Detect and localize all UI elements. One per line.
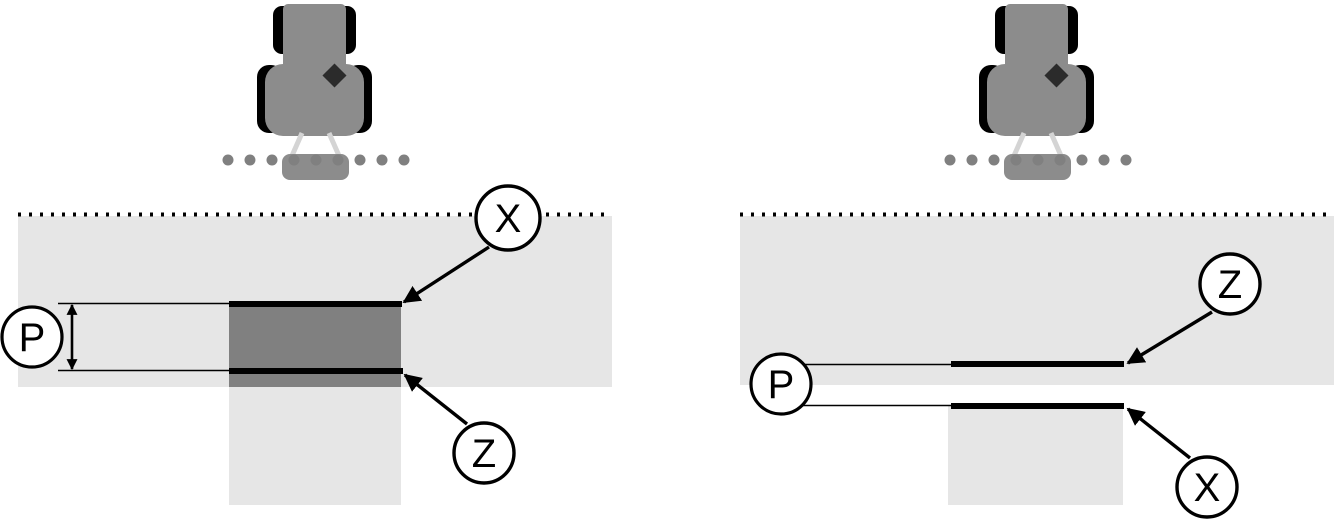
deep-tillage-panel: P X Z xyxy=(0,4,612,505)
dimension-p-label: P xyxy=(768,363,795,407)
callout-x-label: X xyxy=(495,197,522,241)
dimension-p-label: P xyxy=(19,316,46,360)
callout-x-leader xyxy=(1126,407,1192,460)
callout-x-leader xyxy=(402,245,490,304)
callout-z-label: Z xyxy=(472,432,496,476)
callout-x-label: X xyxy=(1194,466,1221,510)
callout-x[interactable]: X xyxy=(402,184,542,304)
dimension-p: P xyxy=(749,352,813,416)
callout-x[interactable]: X xyxy=(1126,407,1239,519)
surface-dot-row xyxy=(222,154,410,166)
dimension-p: P xyxy=(0,305,64,369)
soil-lower-block xyxy=(948,405,1123,505)
callout-z-label: Z xyxy=(1218,263,1242,307)
callout-z-leader xyxy=(1126,310,1213,365)
callout-z[interactable]: Z xyxy=(1126,252,1262,365)
tractor-top-view xyxy=(979,4,1094,180)
tractor-top-view xyxy=(257,4,372,180)
callout-z-leader xyxy=(403,373,469,426)
soil-lower-block xyxy=(229,387,401,505)
callout-z[interactable]: Z xyxy=(403,373,516,485)
worked-layer xyxy=(229,303,401,387)
surface-dot-row xyxy=(944,154,1132,166)
shallow-tillage-panel: P Z X xyxy=(740,4,1334,519)
